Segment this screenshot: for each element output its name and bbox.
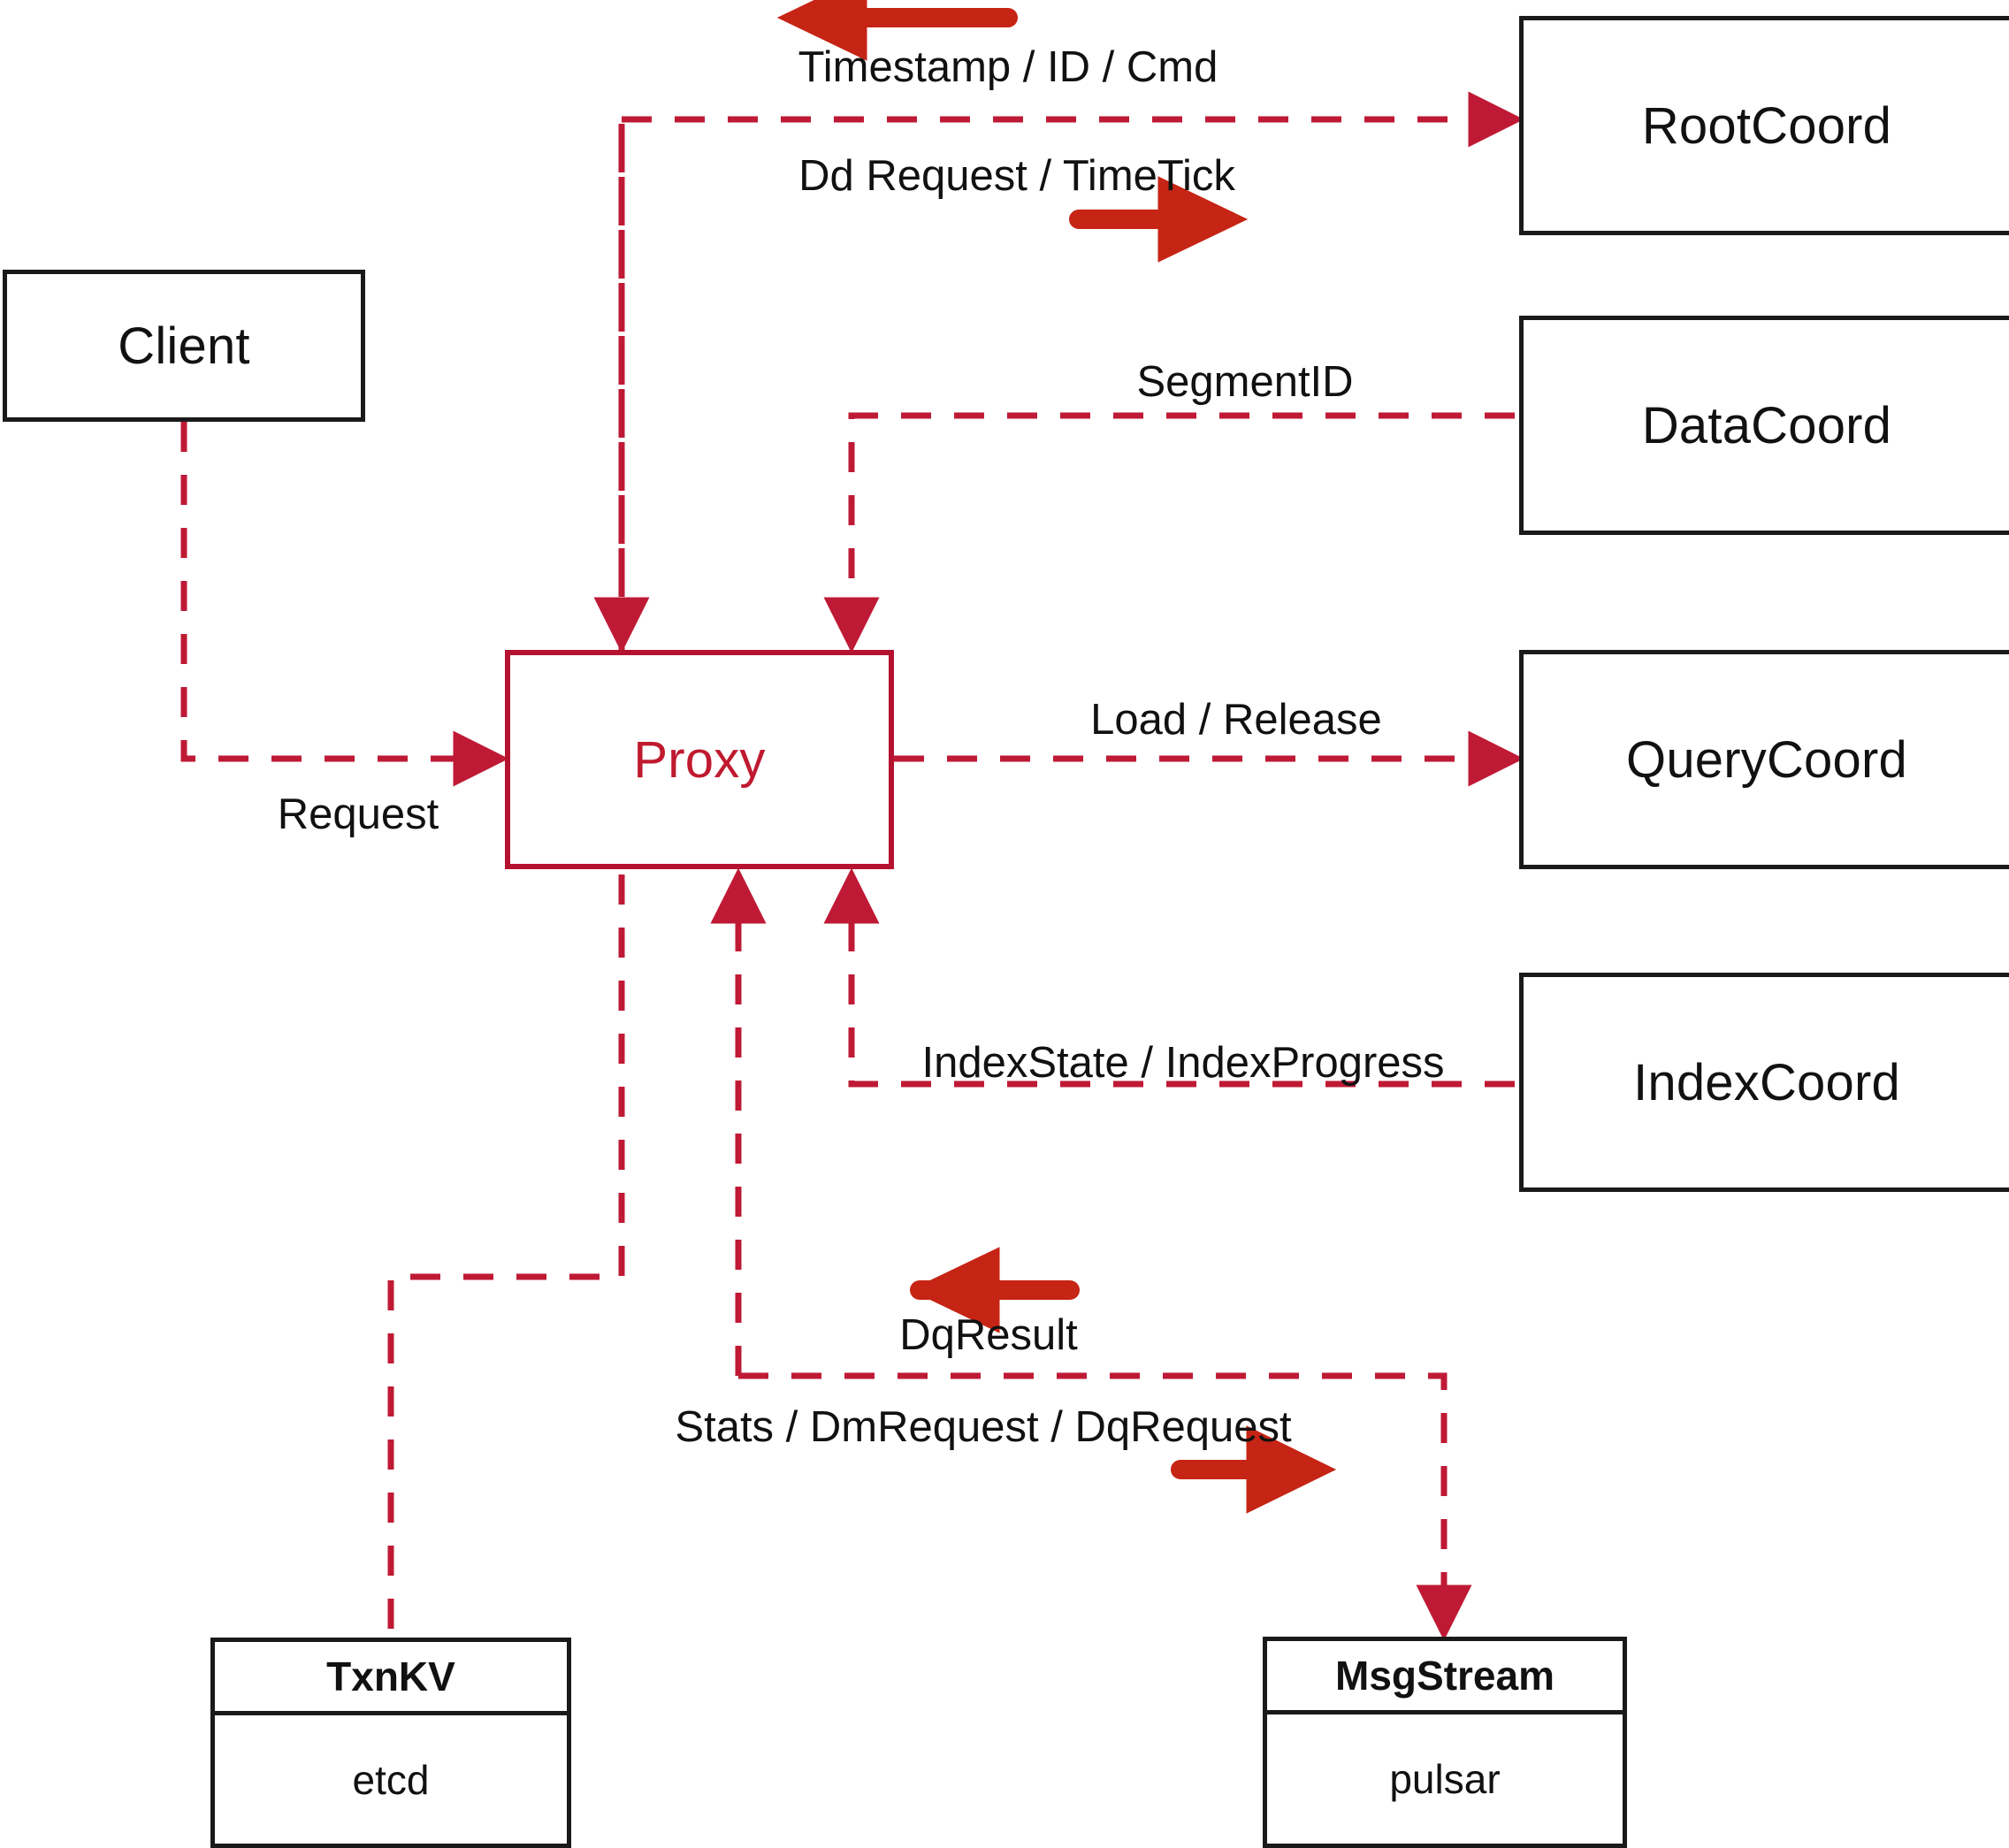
edge-label-indexstate-indexprogress: IndexState / IndexProgress	[921, 1042, 1444, 1085]
edge-label-timestamp-id-cmd: Timestamp / ID / Cmd	[798, 46, 1218, 89]
annotation-arrow-right-top	[1069, 176, 1249, 263]
edge-proxy-msgstream	[738, 1372, 1472, 1641]
store-msgstream-title: MsgStream	[1267, 1641, 1623, 1714]
node-querycoord-label: QueryCoord	[1626, 730, 1907, 789]
store-msgstream[interactable]: MsgStream pulsar	[1263, 1637, 1627, 1848]
store-txnkv-title: TxnKV	[215, 1642, 567, 1715]
edge-label-timestamp-id-cmd-text: Timestamp / ID / Cmd	[798, 43, 1218, 91]
annotation-arrow-right-bottom	[1171, 1425, 1337, 1514]
node-proxy-label: Proxy	[633, 730, 766, 789]
edge-datacoord-proxy	[823, 412, 1515, 653]
edge-label-segmentid: SegmentID	[1136, 361, 1353, 404]
node-indexcoord-label: IndexCoord	[1633, 1053, 1900, 1111]
node-indexcoord[interactable]: IndexCoord	[1519, 973, 2009, 1192]
edge-proxy-txnkv	[387, 874, 625, 1638]
store-msgstream-impl: pulsar	[1389, 1756, 1501, 1802]
node-rootcoord-label: RootCoord	[1641, 96, 1892, 155]
edge-label-load-release-text: Load / Release	[1090, 696, 1382, 744]
store-txnkv-impl: etcd	[352, 1756, 430, 1803]
node-rootcoord[interactable]: RootCoord	[1519, 16, 2009, 235]
edge-proxy-rootcoord	[618, 91, 1524, 650]
node-datacoord-label: DataCoord	[1641, 396, 1892, 454]
annotation-arrow-left-top	[776, 0, 1018, 61]
node-datacoord[interactable]: DataCoord	[1519, 316, 2009, 535]
node-querycoord[interactable]: QueryCoord	[1519, 650, 2009, 869]
edge-label-load-release: Load / Release	[1090, 699, 1382, 742]
edge-label-dd-request-timetick-text: Dd Request / TimeTick	[798, 152, 1235, 200]
edge-label-request: Request	[278, 793, 439, 836]
edge-label-dqresult: DqResult	[899, 1314, 1078, 1357]
edge-label-indexstate-indexprogress-text: IndexState / IndexProgress	[921, 1039, 1445, 1087]
edge-label-segmentid-text: SegmentID	[1136, 358, 1354, 406]
annotation-arrow-left-bottom	[909, 1247, 1080, 1333]
edge-client-proxy	[180, 422, 509, 787]
node-proxy[interactable]: Proxy	[505, 650, 894, 869]
store-txnkv[interactable]: TxnKV etcd	[210, 1638, 571, 1848]
edge-label-dqresult-text: DqResult	[899, 1311, 1078, 1359]
edge-label-stats-dmrequest-dqrequest-text: Stats / DmRequest / DqRequest	[675, 1403, 1292, 1451]
edge-label-stats-dmrequest-dqrequest: Stats / DmRequest / DqRequest	[675, 1406, 1291, 1449]
edge-indexcoord-proxy	[823, 867, 1515, 1088]
edge-label-dd-request-timetick: Dd Request / TimeTick	[798, 155, 1235, 198]
node-client[interactable]: Client	[3, 270, 365, 422]
node-client-label: Client	[118, 317, 250, 375]
edge-label-request-text: Request	[277, 790, 439, 838]
